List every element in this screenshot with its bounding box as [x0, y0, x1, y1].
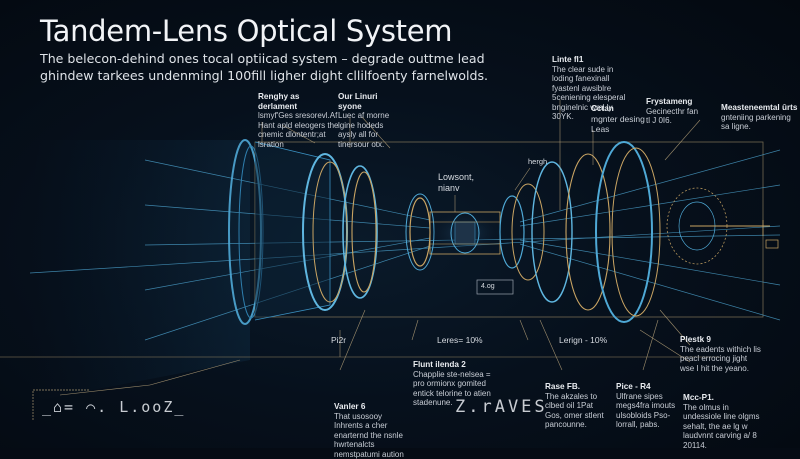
- annotation-bottom-center: Flunt ilenda 2 Chapplie ste-nelsea = pro…: [413, 360, 491, 407]
- label-value-box: 4.og: [481, 283, 495, 290]
- annotation-bottom-pice: Pice - R4 Ulfrane sipes megs4fra imouts …: [616, 382, 676, 429]
- annotation-far-right: Measteneemtal ûrts gnteniing parkening s…: [721, 103, 798, 131]
- annotation-top-left-b: Our Linuri syone Luec af morne lgine hod…: [338, 92, 390, 149]
- annotation-bottom-left: Vanler 6 That usosooy Inhrents a cher en…: [334, 402, 404, 459]
- annotation-bottom-rase: Rase FB. The akzales to clbed oil 1Pat G…: [545, 382, 604, 429]
- frame-box: [254, 141, 764, 318]
- label-pi2: Pi2r: [331, 335, 347, 345]
- page-title: Tandem-Lens Optical System: [40, 14, 453, 48]
- label-leres: Leres= 10%: [437, 335, 483, 345]
- annotation-bottom-right-a: Plestk 9 The eadents withich lis peacl e…: [680, 335, 761, 373]
- outer-housing-left: [30, 140, 250, 400]
- annotation-top-right-a: Linte fl1 The clear sude in loding fanex…: [552, 55, 626, 121]
- lens-group-right: [499, 141, 779, 323]
- page-subtitle: The belecon-dehind ones tocal optiicad s…: [40, 51, 489, 83]
- glyph-string-center: Z.rAVES: [455, 397, 548, 417]
- annotation-top-right-c: Frystameng Gecinecthr fan tl J 0I6.: [646, 97, 699, 125]
- central-barrel: [429, 211, 501, 255]
- leader-lines: [59, 100, 701, 396]
- label-lerign: Lerign - 10%: [559, 335, 608, 345]
- glyph-bracket: [32, 389, 90, 420]
- label-hergh: hergh: [528, 157, 548, 166]
- annotation-top-right-b: Cctan mgnter desing Leas: [591, 104, 645, 134]
- lens-group-left: [228, 139, 435, 325]
- annotation-top-center: Lowsont, nianv: [438, 172, 475, 193]
- optical-system-diagram: [0, 100, 781, 420]
- annotation-bottom-right-b: Mcc-P1. The olmus in undessiole line olg…: [683, 393, 760, 450]
- glyph-string-left: _⌂= ⌒. L.ooZ_: [42, 398, 186, 416]
- annotation-top-left-a: Renghy as derlament lsmyf'Ges sresorevl.…: [258, 92, 339, 149]
- value-box: [476, 279, 514, 295]
